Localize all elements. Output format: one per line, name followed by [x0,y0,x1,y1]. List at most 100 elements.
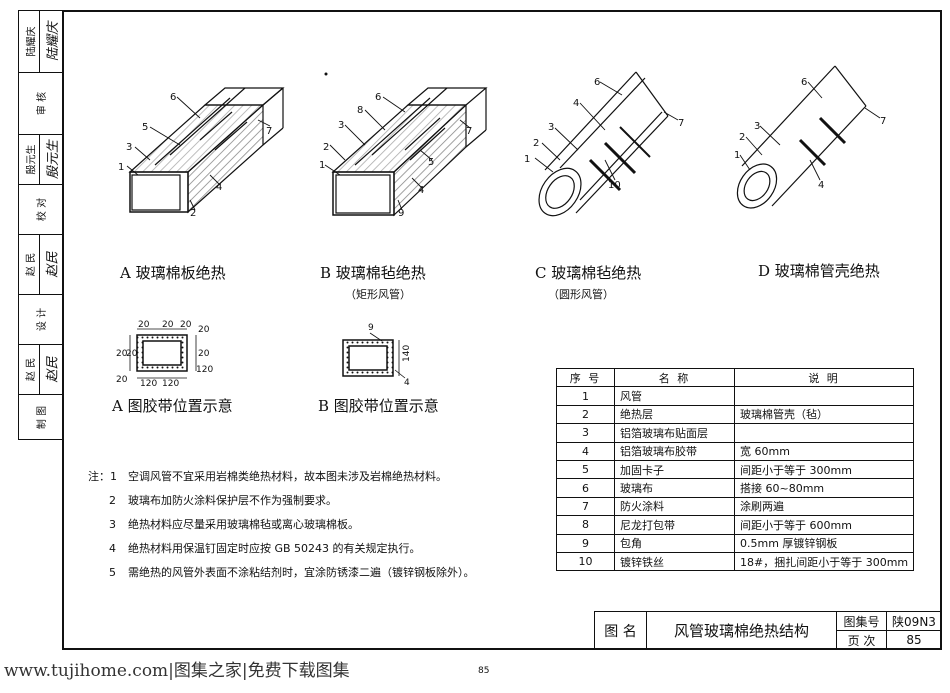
callout-1: 1 [319,160,325,171]
svg-text:20: 20 [126,349,138,359]
callout-5: 5 [142,122,148,133]
svg-text:120: 120 [196,365,213,375]
callout-1: 1 [524,154,530,165]
page-label: 页 次 [837,631,887,649]
callout-6: 6 [170,92,176,103]
footer-page-number: 85 [478,666,490,676]
figure-c-subcaption: （圆形风管） [548,288,614,301]
figure-d-caption: D 玻璃棉管壳绝热 [758,262,880,280]
header-name: 名 称 [614,367,735,388]
tape-a-dimensions: 20 20 20 20 20 20 20 120 120 120 20 [116,320,213,389]
callout-6: 6 [801,77,807,88]
tape-diagram-a [129,328,197,379]
callout-2: 2 [323,142,329,153]
cell-seq: 1 [556,386,615,406]
svg-text:140: 140 [402,345,412,362]
figure-a-caption: A 玻璃棉板绝热 [120,264,226,282]
tape-a-caption: A 图胶带位置示意 [112,397,233,415]
cell-seq: 3 [556,423,615,443]
cell-desc: 18#，捆扎间距小于等于 300mm [733,551,915,572]
callout-numbers: 1 2 3 4 5 6 7 1 2 3 8 6 5 4 9 7 1 2 3 4 … [118,77,886,219]
drawing-frame [62,10,942,650]
callout-1: 1 [118,162,124,173]
cell-desc: 玻璃棉管壳（毡） [733,404,915,425]
callout-4: 4 [573,98,579,109]
figure-d-drawing [736,65,867,209]
callout-8: 8 [357,105,363,116]
svg-text:20: 20 [138,320,150,330]
tape-b-dimensions: 9 4 140 [368,323,412,388]
title-label: 图 名 [595,612,647,649]
cell-desc: 涂刷两遍 [733,496,915,517]
callout-4: 4 [818,180,824,191]
sidebar-row: 赵 民 赵民 [19,345,63,395]
sidebar-row: 设 计 [19,295,63,345]
cell-desc: 0.5mm 厚镀锌钢板 [733,533,915,553]
cell-name: 镀锌铁丝 [614,551,735,572]
cell-desc: 宽 60mm [733,441,915,461]
cell-seq: 2 [556,404,615,425]
callout-6: 6 [375,92,381,103]
callout-7: 7 [678,118,684,129]
cell-name: 玻璃布 [614,478,735,498]
cell-desc: 间距小于等于 300mm [733,459,915,480]
svg-text:20: 20 [198,349,210,359]
svg-text:20: 20 [116,349,128,359]
callout-2: 2 [739,132,745,143]
svg-text:20: 20 [198,325,210,335]
figure-a-drawing [128,87,285,214]
figure-c-drawing [538,71,669,217]
cell-desc: 搭接 60~80mm [733,478,915,498]
cell-seq: 5 [556,459,615,480]
cell-name: 加固卡子 [614,459,735,480]
callout-7: 7 [466,126,472,137]
callout-7: 7 [266,126,272,137]
atlas-number: 陕09N3 [887,612,941,631]
callout-3: 3 [548,122,554,133]
watermark-text: www.tujihome.com|图集之家|免费下载图集 [4,661,350,681]
callout-4: 4 [216,182,222,193]
callout-2: 2 [533,138,539,149]
cell-desc: 间距小于等于 600mm [733,515,915,535]
cell-seq: 6 [556,478,615,498]
figure-b-subcaption: （矩形风管） [345,288,411,301]
cell-name: 尼龙打包带 [614,515,735,535]
callout-4: 4 [418,185,424,196]
callout-3: 3 [338,120,344,131]
callout-6: 6 [594,77,600,88]
cell-desc [733,423,915,443]
cell-seq: 7 [556,496,615,517]
figure-b-drawing [331,87,488,217]
svg-text:20: 20 [162,320,174,330]
cell-seq: 9 [556,533,615,553]
sidebar-row: 赵 民 赵民 [19,235,63,295]
cell-seq: 4 [556,441,615,461]
figure-b-caption: B 玻璃棉毡绝热 [320,264,426,282]
title-block: 图 名 风管玻璃棉绝热结构 图集号 陕09N3 页 次 85 [594,611,942,650]
approval-sidebar: 陆耀庆 陆耀庆 审 核 殷元生 殷元生 校 对 赵 民 赵民 设 计 赵 民 赵… [18,10,63,440]
header-seq: 序 号 [556,367,615,388]
page-number: 85 [906,633,922,647]
svg-text:120: 120 [162,379,179,389]
svg-text:20: 20 [116,375,128,385]
cell-name: 风管 [614,386,735,406]
notes-prefix: 注： [88,470,110,483]
svg-text:20: 20 [180,320,192,330]
header-desc: 说 明 [733,367,915,388]
sidebar-row: 审 核 [19,73,63,135]
cell-name: 包角 [614,533,735,553]
table-header-row: 序 号 名 称 说 明 [556,367,915,388]
atlas-label: 图集号 [837,612,887,631]
